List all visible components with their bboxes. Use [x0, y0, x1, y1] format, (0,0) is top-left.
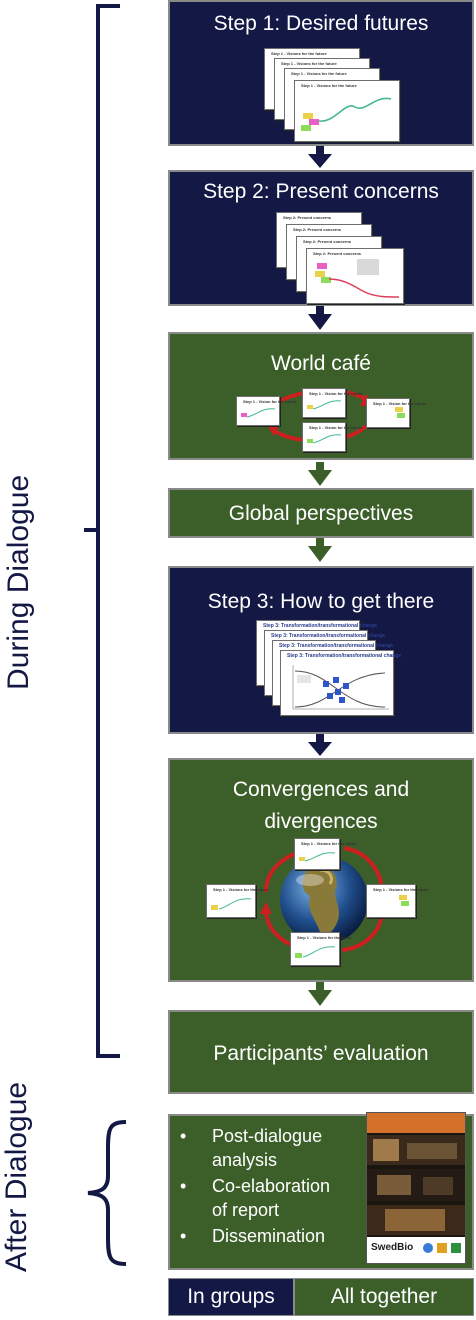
down-arrow-icon [308, 982, 332, 1006]
bullet-item: • Dissemination [180, 1226, 326, 1246]
down-arrow-icon [308, 306, 332, 330]
during-dialogue-label: During Dialogue [2, 474, 35, 690]
world-cafe-box: World café Step 1 - Vision for the futur… [168, 332, 474, 460]
report-cover-image: SwedBio [366, 1112, 466, 1264]
slide-thumbnail: Step 2: Present concerns [306, 248, 404, 304]
participants-evaluation-title: Participants’ evaluation [213, 1042, 429, 1065]
swedbio-logo: SwedBio [371, 1242, 414, 1253]
convergences-box: Convergences and divergences Step 1 - Vi… [168, 758, 474, 982]
after-curly-brace-icon [87, 1120, 127, 1266]
step2-title: Step 2: Present concerns [203, 180, 439, 203]
global-perspectives-box: Global perspectives [168, 488, 474, 538]
step3-title: Step 3: How to get there [207, 590, 435, 613]
slide-thumbnail: Step 1 - Vision for the future [366, 398, 427, 428]
step2-box: Step 2: Present concerns Step 2: Present… [168, 170, 474, 306]
slide-thumbnail: Step 1 - Visions for the future [294, 80, 400, 142]
during-bracket-icon [84, 4, 120, 1058]
slide-thumbnail: Step 3: Transformation/transformational … [280, 650, 401, 716]
legend-all-together: All together [294, 1278, 474, 1316]
slide-thumbnail: Step 1 - Vision for the future [236, 396, 297, 426]
after-dialogue-label: After Dialogue [0, 1081, 33, 1272]
slide-thumbnail: Step 1 - Vision for the future [302, 388, 363, 418]
slide-thumbnail: Step 1 - Visions for the future [290, 932, 353, 966]
flow-arrows [308, 146, 332, 1006]
globe-icon [280, 856, 368, 944]
slide-thumbnail: Step 1 - Vision for the future [302, 422, 363, 452]
down-arrow-icon [308, 146, 332, 168]
legend-in-groups: In groups [168, 1278, 294, 1316]
step1-box: Step 1: Desired futures Step 1 - Visions… [168, 0, 474, 146]
slide-thumbnail: Step 1 - Visions for the future [206, 884, 269, 918]
step3-box: Step 3: How to get there Step 3: Transfo… [168, 566, 474, 734]
world-cafe-title: World café [271, 352, 371, 375]
participants-evaluation-box: Participants’ evaluation [168, 1010, 474, 1094]
convergences-title-line1: Convergences and [232, 778, 410, 801]
down-arrow-icon [308, 538, 332, 562]
global-perspectives-title: Global perspectives [228, 502, 414, 525]
slide-thumbnail: Step 1 - Visions for the future [294, 838, 357, 870]
down-arrow-icon [308, 734, 332, 756]
slide-thumbnail: Step 1 - Visions for the future [366, 884, 429, 918]
step1-title: Step 1: Desired futures [213, 12, 429, 35]
convergences-title-line2: divergences [264, 810, 378, 833]
down-arrow-icon [308, 462, 332, 486]
